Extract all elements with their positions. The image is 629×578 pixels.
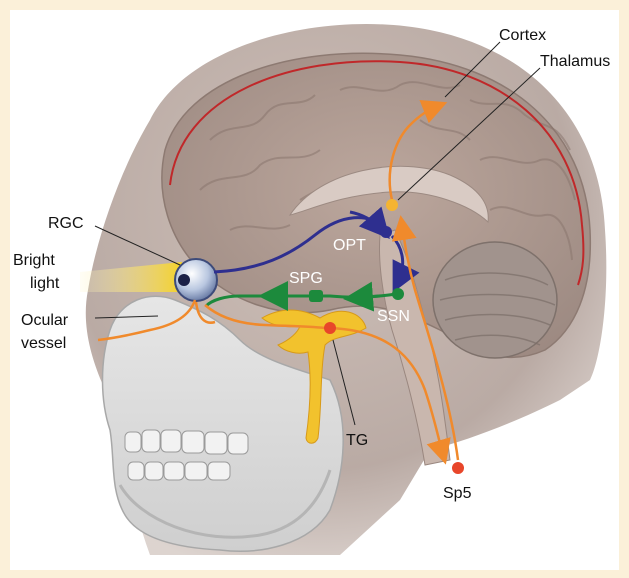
bright-light-label-line1: Bright [13, 251, 55, 270]
rgc-label: RGC [48, 214, 84, 233]
bright-light-label-line2: light [30, 274, 59, 293]
thalamus-label: Thalamus [540, 52, 610, 71]
spg-ganglion [309, 290, 323, 302]
tg-label: TG [346, 431, 368, 450]
tg-node [324, 322, 336, 334]
spg-label: SPG [289, 269, 323, 288]
parasympathetic-arrow-1 [355, 296, 380, 298]
ssn-label: SSN [377, 307, 410, 326]
ocular-vessel-label-line1: Ocular [21, 311, 68, 330]
thalamus-node [386, 199, 398, 211]
pupil [178, 274, 190, 286]
ocular-vessel-label-line2: vessel [21, 334, 66, 353]
cortex-label: Cortex [499, 26, 546, 45]
sp5-node [452, 462, 464, 474]
ssn-node [392, 288, 404, 300]
sp5-label: Sp5 [443, 484, 471, 503]
opt-label: OPT [333, 236, 366, 255]
opt-node [380, 226, 392, 238]
